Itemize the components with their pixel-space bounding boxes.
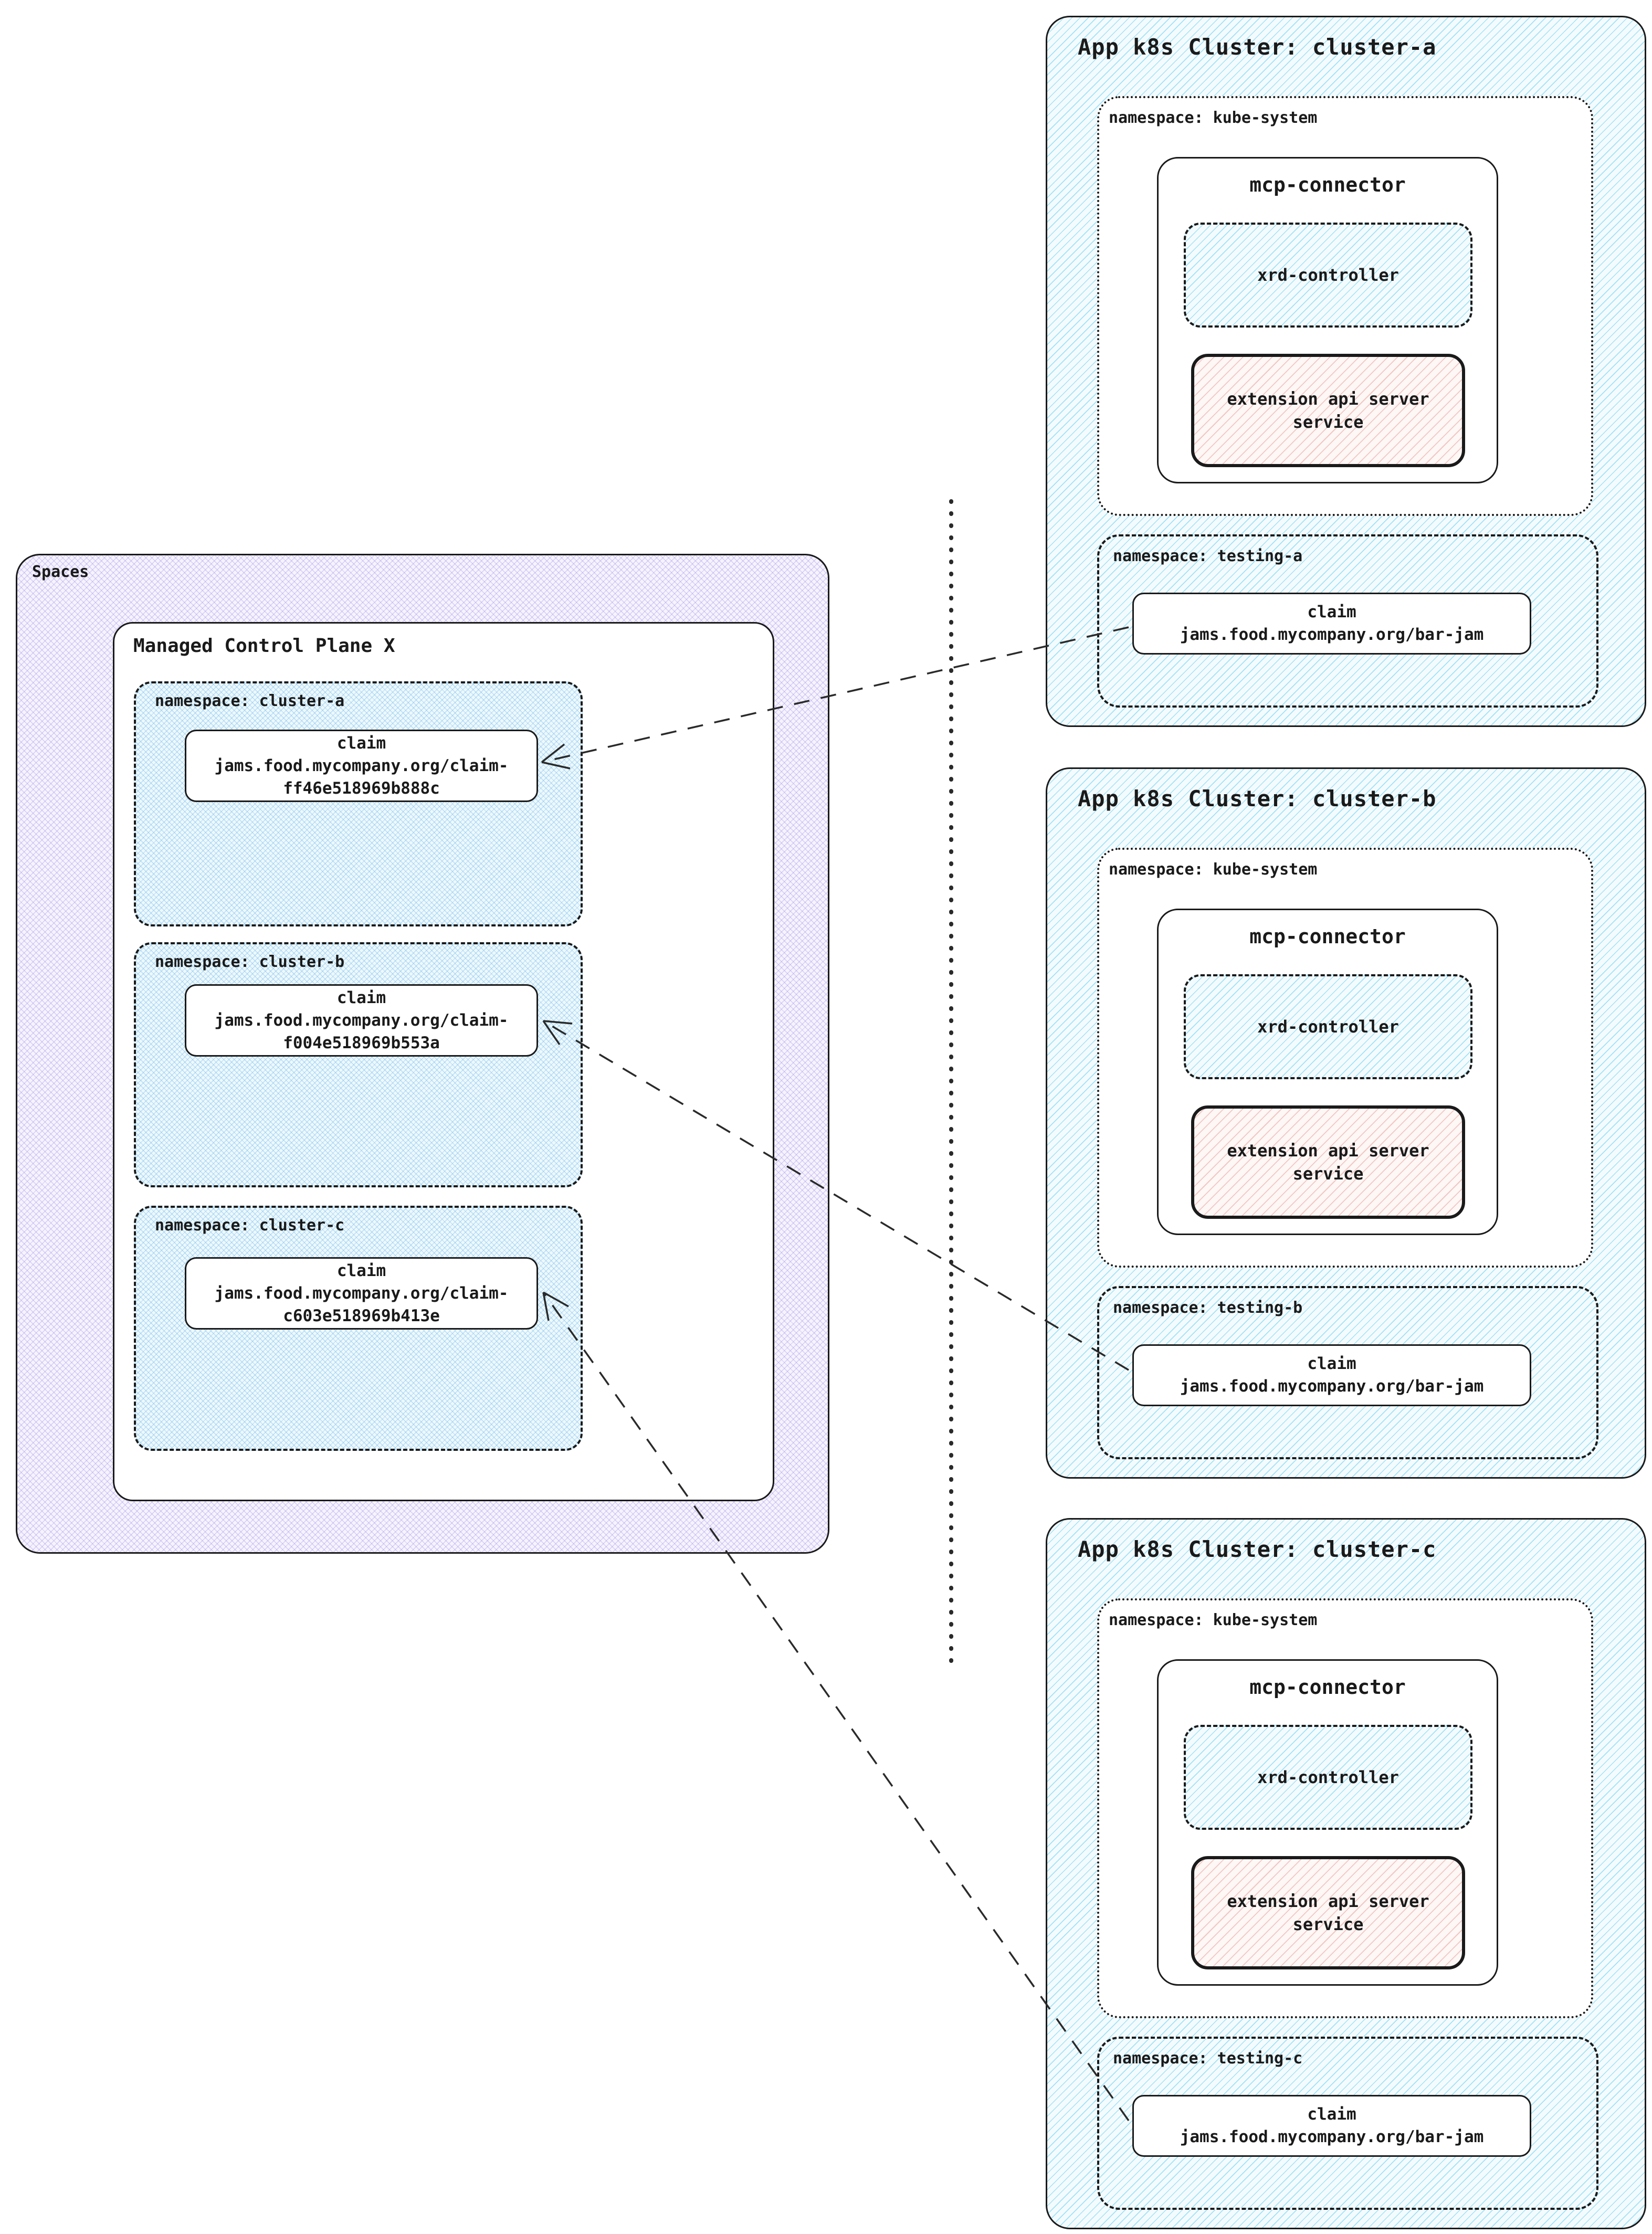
extension-api-line2: service bbox=[1292, 1914, 1364, 1934]
managed-control-plane-label: Managed Control Plane X bbox=[133, 635, 395, 657]
extension-api-server-box: extension api server service bbox=[1191, 354, 1465, 467]
namespace-cluster-b-box: namespace: cluster-b bbox=[134, 942, 583, 1187]
claim-bar-jam-b: claim jams.food.mycompany.org/bar-jam bbox=[1132, 1344, 1531, 1406]
extension-api-line2: service bbox=[1292, 412, 1364, 432]
claim-line1: jams.food.mycompany.org/claim- bbox=[214, 1283, 509, 1303]
mcp-connector-box: mcp-connector xrd-controller extension a… bbox=[1157, 909, 1498, 1235]
testing-a-label: namespace: testing-a bbox=[1113, 547, 1303, 565]
extension-api-line1: extension api server bbox=[1227, 1891, 1429, 1911]
spaces-label: Spaces bbox=[32, 563, 89, 581]
extension-api-line2: service bbox=[1292, 1164, 1364, 1184]
cluster-c-testing-box: namespace: testing-c claim jams.food.myc… bbox=[1097, 2037, 1598, 2210]
kube-system-label: namespace: kube-system bbox=[1109, 109, 1318, 127]
extension-api-line1: extension api server bbox=[1227, 1141, 1429, 1161]
claim-line1: jams.food.mycompany.org/claim- bbox=[214, 1010, 509, 1030]
claim-title: claim bbox=[336, 988, 386, 1007]
cluster-b-testing-box: namespace: testing-b claim jams.food.myc… bbox=[1097, 1286, 1598, 1459]
cluster-b-title: App k8s Cluster: cluster-b bbox=[1078, 786, 1437, 812]
namespace-cluster-a-box: namespace: cluster-a bbox=[134, 681, 583, 926]
xrd-controller-label: xrd-controller bbox=[1257, 1767, 1399, 1787]
xrd-controller-label: xrd-controller bbox=[1257, 1017, 1399, 1037]
claim-line2: ff46e518969b888c bbox=[283, 778, 440, 798]
extension-api-server-box: extension api server service bbox=[1191, 1105, 1465, 1219]
cluster-c-title: App k8s Cluster: cluster-c bbox=[1078, 1536, 1437, 1562]
claim-title: claim bbox=[1307, 1354, 1356, 1373]
claim-line1: jams.food.mycompany.org/claim- bbox=[214, 756, 509, 775]
xrd-controller-label: xrd-controller bbox=[1257, 265, 1399, 285]
claim-title: claim bbox=[336, 1261, 386, 1280]
mcp-connector-label: mcp-connector bbox=[1249, 1675, 1406, 1699]
claim-cluster-b: claim jams.food.mycompany.org/claim- f00… bbox=[185, 984, 538, 1057]
cluster-a-testing-box: namespace: testing-a claim jams.food.myc… bbox=[1097, 534, 1598, 708]
cluster-c-panel: App k8s Cluster: cluster-c namespace: ku… bbox=[1046, 1518, 1646, 2229]
claim-cluster-c: claim jams.food.mycompany.org/claim- c60… bbox=[185, 1257, 538, 1330]
mcp-connector-box: mcp-connector xrd-controller extension a… bbox=[1157, 1659, 1498, 1986]
claim-line2: c603e518969b413e bbox=[283, 1306, 440, 1325]
claim-title: claim bbox=[1307, 603, 1356, 621]
cluster-c-kube-system-box: namespace: kube-system mcp-connector xrd… bbox=[1097, 1598, 1593, 2018]
xrd-controller-box: xrd-controller bbox=[1184, 1725, 1472, 1830]
mcp-connector-box: mcp-connector xrd-controller extension a… bbox=[1157, 157, 1498, 483]
claim-value: jams.food.mycompany.org/bar-jam bbox=[1180, 1377, 1484, 1396]
mcp-connector-label: mcp-connector bbox=[1249, 173, 1406, 196]
cluster-a-kube-system-box: namespace: kube-system mcp-connector xrd… bbox=[1097, 96, 1593, 516]
cluster-b-panel: App k8s Cluster: cluster-b namespace: ku… bbox=[1046, 767, 1646, 1479]
namespace-cluster-c-label: namespace: cluster-c bbox=[155, 1216, 345, 1235]
xrd-controller-box: xrd-controller bbox=[1184, 223, 1472, 328]
extension-api-server-box: extension api server service bbox=[1191, 1856, 1465, 1969]
claim-bar-jam-c: claim jams.food.mycompany.org/bar-jam bbox=[1132, 2095, 1531, 2157]
kube-system-label: namespace: kube-system bbox=[1109, 860, 1318, 879]
claim-title: claim bbox=[336, 733, 386, 753]
namespace-cluster-b-label: namespace: cluster-b bbox=[155, 953, 345, 971]
cluster-b-kube-system-box: namespace: kube-system mcp-connector xrd… bbox=[1097, 848, 1593, 1268]
kube-system-label: namespace: kube-system bbox=[1109, 1611, 1318, 1629]
testing-c-label: namespace: testing-c bbox=[1113, 2049, 1303, 2068]
mcp-connector-label: mcp-connector bbox=[1249, 925, 1406, 948]
claim-bar-jam-a: claim jams.food.mycompany.org/bar-jam bbox=[1132, 593, 1531, 655]
cluster-a-panel: App k8s Cluster: cluster-a namespace: ku… bbox=[1046, 16, 1646, 727]
claim-cluster-a: claim jams.food.mycompany.org/claim- ff4… bbox=[185, 730, 538, 802]
xrd-controller-box: xrd-controller bbox=[1184, 974, 1472, 1079]
claim-title: claim bbox=[1307, 2105, 1356, 2124]
namespace-cluster-a-label: namespace: cluster-a bbox=[155, 692, 345, 710]
cluster-a-title: App k8s Cluster: cluster-a bbox=[1078, 34, 1437, 60]
testing-b-label: namespace: testing-b bbox=[1113, 1299, 1303, 1317]
claim-line2: f004e518969b553a bbox=[283, 1033, 440, 1052]
extension-api-line1: extension api server bbox=[1227, 389, 1429, 409]
claim-value: jams.food.mycompany.org/bar-jam bbox=[1180, 2127, 1484, 2146]
claim-value: jams.food.mycompany.org/bar-jam bbox=[1180, 625, 1484, 644]
